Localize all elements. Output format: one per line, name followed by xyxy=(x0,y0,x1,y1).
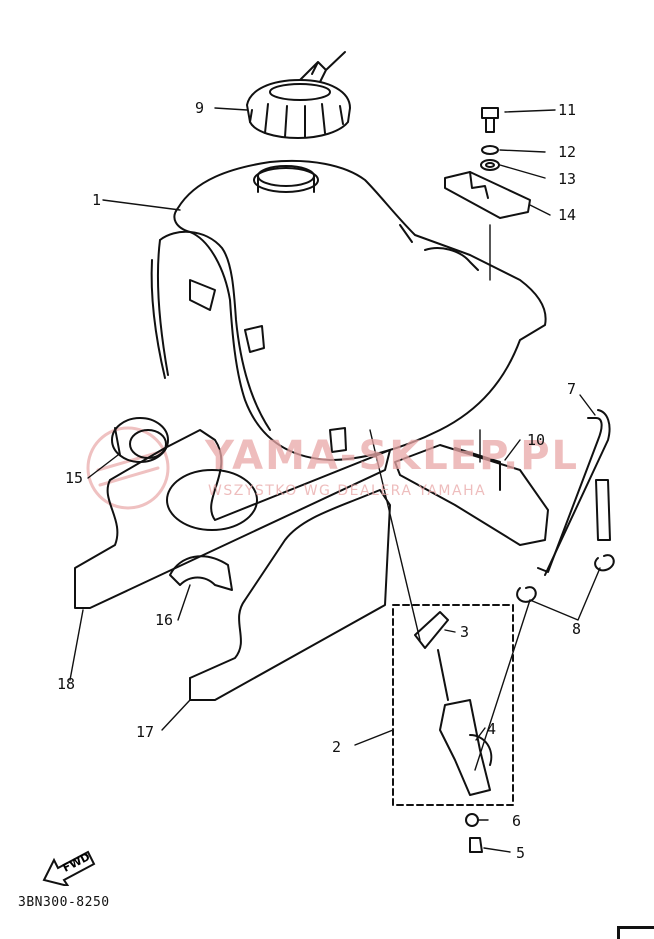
callout-2[interactable]: 2 xyxy=(332,738,342,756)
part-code: 3BN300-8250 xyxy=(18,895,110,910)
fuel-hose-7[interactable] xyxy=(537,409,611,576)
bolt-11[interactable] xyxy=(481,107,499,133)
callout-7[interactable]: 7 xyxy=(567,380,577,398)
callout-1[interactable]: 1 xyxy=(92,191,102,209)
callout-11[interactable]: 11 xyxy=(558,101,577,119)
clip-8[interactable] xyxy=(516,554,615,603)
forward-arrow-icon: FWD xyxy=(40,840,100,890)
callout-13[interactable]: 13 xyxy=(558,170,577,188)
fuel-cap[interactable] xyxy=(246,51,351,139)
callout-5[interactable]: 5 xyxy=(516,844,526,862)
callout-18[interactable]: 18 xyxy=(57,675,76,693)
callout-16[interactable]: 16 xyxy=(155,611,174,629)
callout-15[interactable]: 15 xyxy=(65,469,84,487)
bracket-14[interactable] xyxy=(444,171,531,219)
watermark-title: YAMA-SKLEP.PL xyxy=(205,433,580,479)
damper-17[interactable] xyxy=(189,489,391,701)
callout-9[interactable]: 9 xyxy=(195,99,205,117)
damper-10[interactable] xyxy=(394,444,549,546)
callout-12[interactable]: 12 xyxy=(558,143,577,161)
collar-13[interactable] xyxy=(480,159,500,171)
callout-4[interactable]: 4 xyxy=(487,720,497,738)
watermark-subtitle: WSZYSTKO WG DEALERA YAMAHA xyxy=(208,483,487,499)
callout-17[interactable]: 17 xyxy=(136,723,155,741)
callout-10[interactable]: 10 xyxy=(527,431,546,449)
damper-16[interactable] xyxy=(169,555,233,591)
page-corner-mark xyxy=(617,926,654,939)
callout-14[interactable]: 14 xyxy=(558,206,577,224)
callout-8[interactable]: 8 xyxy=(572,620,582,638)
damper-18[interactable] xyxy=(74,429,391,609)
callout-6[interactable]: 6 xyxy=(512,812,522,830)
grommet-15[interactable] xyxy=(111,417,169,463)
washer-12[interactable] xyxy=(481,145,499,155)
callout-3[interactable]: 3 xyxy=(460,623,470,641)
leader-lines xyxy=(69,107,601,853)
fuel-tank[interactable] xyxy=(150,159,547,461)
fuel-cock-assembly[interactable] xyxy=(392,604,514,853)
